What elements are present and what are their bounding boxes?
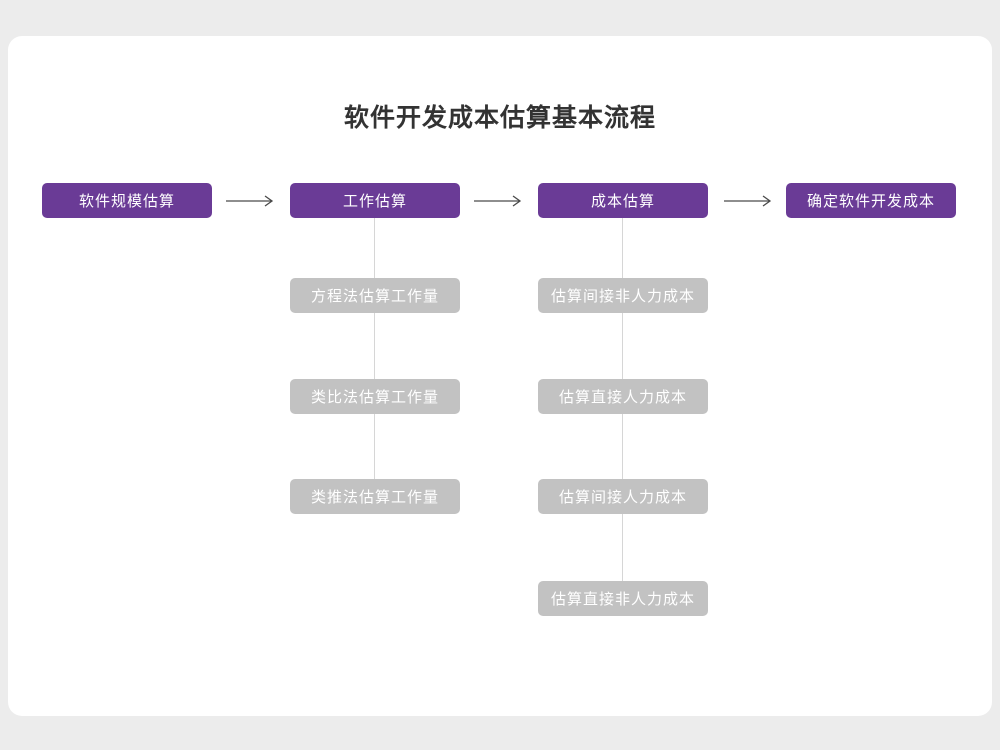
- work-method-extrapolation: 类推法估算工作量: [290, 479, 460, 514]
- flow-step-software-scale-estimation: 软件规模估算: [42, 183, 212, 218]
- connector-cost-column: [622, 218, 623, 616]
- cost-item-indirect-nonlabor: 估算间接非人力成本: [538, 278, 708, 313]
- flow-step-label: 工作估算: [342, 193, 407, 210]
- flow-step-label: 成本估算: [590, 193, 655, 210]
- work-method-label: 类比法估算工作量: [310, 389, 439, 406]
- arrow-right-icon: [472, 194, 524, 208]
- work-method-analogy: 类比法估算工作量: [290, 379, 460, 414]
- flow-step-cost-estimation: 成本估算: [538, 183, 708, 218]
- flow-step-label: 软件规模估算: [78, 193, 175, 210]
- flow-step-work-estimation: 工作估算: [290, 183, 460, 218]
- cost-item-label: 估算直接人力成本: [558, 389, 687, 406]
- cost-item-label: 估算直接非人力成本: [550, 591, 695, 608]
- diagram-title: 软件开发成本估算基本流程: [343, 104, 656, 132]
- connector-work-column: [374, 218, 375, 514]
- work-method-equation: 方程法估算工作量: [290, 278, 460, 313]
- cost-item-direct-nonlabor: 估算直接非人力成本: [538, 581, 708, 616]
- cost-item-direct-labor: 估算直接人力成本: [538, 379, 708, 414]
- cost-item-label: 估算间接人力成本: [558, 489, 687, 506]
- cost-item-label: 估算间接非人力成本: [550, 288, 695, 305]
- arrow-right-icon: [722, 194, 774, 208]
- flow-step-determine-development-cost: 确定软件开发成本: [786, 183, 956, 218]
- flow-step-label: 确定软件开发成本: [806, 193, 935, 210]
- work-method-label: 类推法估算工作量: [310, 489, 439, 506]
- work-method-label: 方程法估算工作量: [310, 288, 439, 305]
- diagram-card: [8, 36, 992, 716]
- cost-item-indirect-labor: 估算间接人力成本: [538, 479, 708, 514]
- arrow-right-icon: [224, 194, 276, 208]
